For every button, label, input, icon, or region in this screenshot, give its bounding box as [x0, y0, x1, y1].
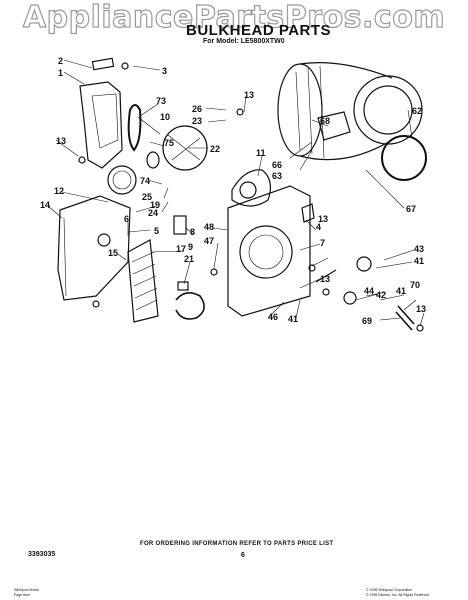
callout-8: 8 — [190, 227, 195, 237]
callout-43: 43 — [414, 244, 424, 254]
callout-62: 62 — [412, 106, 422, 116]
drum-roller-2 — [343, 291, 357, 305]
callout-13-top: 13 — [244, 90, 254, 100]
callout-15: 15 — [108, 248, 118, 258]
callout-10: 10 — [160, 112, 170, 122]
front-panel-hole — [97, 233, 111, 247]
footer-copyright-2: © 1995 Kitchen, Inc. All Rights Reserved — [366, 593, 430, 597]
callout-14: 14 — [40, 200, 50, 210]
model-subtitle: For Model: LE5800XTW0 — [203, 38, 285, 45]
callout-73: 73 — [156, 96, 166, 106]
screw — [92, 300, 100, 308]
drum-ribs — [295, 65, 325, 159]
callout-24: 24 — [148, 208, 158, 218]
callout-44: 44 — [364, 286, 374, 296]
callout-23: 23 — [192, 116, 202, 126]
blower-wheel-inner — [112, 170, 132, 190]
idler-pulley — [146, 151, 160, 169]
callout-48: 48 — [204, 222, 214, 232]
callout-67: 67 — [406, 204, 416, 214]
callout-5: 5 — [154, 226, 159, 236]
callout-41-right: 41 — [414, 256, 424, 266]
callout-70: 70 — [410, 280, 420, 290]
callout-19: 19 — [150, 200, 160, 210]
callout-69: 69 — [362, 316, 372, 326]
wire-harness — [175, 292, 205, 320]
document-number: 3393035 — [28, 551, 56, 558]
leader-lines — [47, 59, 425, 327]
roller-shaft — [315, 269, 337, 283]
clip-part — [91, 57, 115, 71]
drum-seal-ring — [381, 135, 427, 181]
ordering-note: FOR ORDERING INFORMATION REFER TO PARTS … — [140, 541, 334, 547]
callout-7: 7 — [320, 238, 325, 248]
lint-screen-slats — [131, 251, 158, 311]
screw — [322, 288, 330, 296]
callout-68: 68 — [320, 116, 330, 126]
callout-labels: 2 1 3 73 10 75 26 23 13 22 11 62 68 66 6… — [40, 56, 426, 326]
screw — [308, 264, 316, 272]
front-panel-edge — [63, 217, 67, 297]
idler-arm — [231, 169, 272, 207]
door-switch — [173, 215, 187, 235]
rear-bracket-inner — [91, 93, 119, 149]
callout-25: 25 — [142, 192, 152, 202]
front-panel — [57, 195, 131, 301]
callout-74: 74 — [140, 176, 150, 186]
callout-41-lower: 41 — [396, 286, 406, 296]
callout-2: 2 — [58, 56, 63, 66]
drum-body — [299, 62, 393, 161]
rear-bracket — [79, 81, 123, 169]
drum-front-rim — [277, 63, 323, 157]
callout-13-right: 13 — [416, 304, 426, 314]
page-title: BULKHEAD PARTS — [186, 22, 332, 39]
belt-loop — [127, 104, 142, 152]
callout-9: 9 — [188, 242, 193, 252]
bulkhead-opening — [239, 225, 293, 279]
callout-66: 66 — [272, 160, 282, 170]
callout-1: 1 — [58, 68, 63, 78]
callout-22: 22 — [210, 144, 220, 154]
callout-13-mid: 13 — [320, 274, 330, 284]
callout-6: 6 — [124, 214, 129, 224]
bulkhead-panel — [227, 185, 311, 317]
callout-42: 42 — [376, 290, 386, 300]
lint-screen — [127, 239, 159, 323]
page-number: 6 — [241, 552, 245, 559]
blower-wheel — [107, 165, 137, 195]
screw — [121, 62, 129, 70]
callout-47: 47 — [204, 236, 214, 246]
drum-roller — [356, 256, 372, 272]
callout-63: 63 — [272, 171, 282, 181]
idler-hub — [239, 181, 257, 199]
screw — [236, 108, 244, 116]
callout-3: 3 — [162, 66, 167, 76]
footer-left-line-1: Whirlpool Model — [14, 588, 40, 592]
callout-4: 4 — [316, 222, 321, 232]
footer-left-line-2: Page Item — [14, 593, 30, 597]
bulkhead-opening-inner — [248, 234, 284, 270]
callout-12: 12 — [54, 186, 64, 196]
mounting-clip — [301, 203, 315, 223]
callout-21: 21 — [184, 254, 194, 264]
callout-13-bulkhead: 13 — [318, 214, 328, 224]
callout-13-left: 13 — [56, 136, 66, 146]
drum-rear-inner — [363, 85, 413, 135]
screw — [78, 156, 86, 164]
drum-baffle — [317, 111, 351, 141]
callout-75: 75 — [164, 138, 174, 148]
slide-bracket — [395, 305, 415, 331]
screw — [210, 268, 218, 276]
callout-26: 26 — [192, 104, 202, 114]
callout-41-bottom: 41 — [288, 314, 298, 324]
footer-copyright-1: © 1995 Whirlpool Corporation — [366, 588, 413, 592]
watermark-text: AppliancePartsPros.com — [22, 0, 446, 36]
callout-17: 17 — [176, 244, 186, 254]
callout-11: 11 — [256, 148, 266, 158]
motor-windings — [167, 134, 201, 161]
callout-46: 46 — [268, 312, 278, 322]
harness-connector — [177, 281, 189, 291]
